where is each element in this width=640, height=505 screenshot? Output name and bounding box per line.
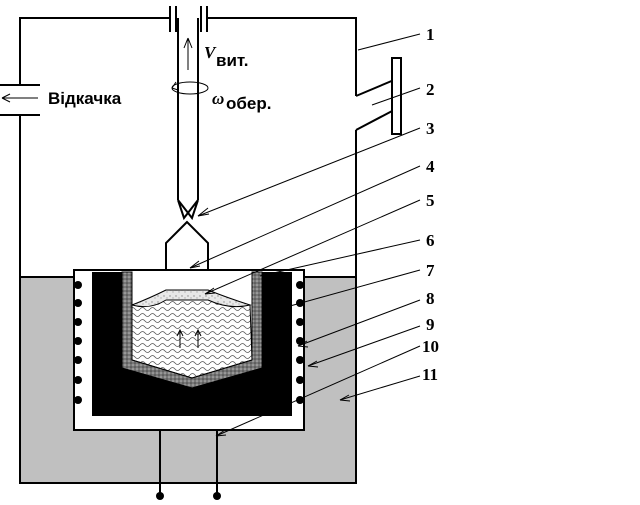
heater-coils-left	[74, 281, 82, 404]
viewport-window	[355, 78, 395, 131]
callout-2: 2	[426, 80, 435, 99]
velocity-subscript: вит.	[216, 51, 248, 70]
pumping-label: Відкачка	[48, 89, 122, 108]
pump-arrow-icon	[1, 93, 11, 103]
callout-leaders	[189, 33, 421, 437]
rotation-arrow-head	[171, 81, 179, 91]
omega-symbol: ω	[212, 89, 224, 108]
omega-subscript: обер.	[226, 94, 271, 113]
callout-arrowheads	[189, 207, 351, 437]
susceptor-fill	[122, 272, 284, 410]
callout-6: 6	[426, 231, 435, 250]
heater-coils-right	[296, 281, 304, 404]
callout-7: 7	[426, 261, 435, 280]
callout-11: 11	[422, 365, 438, 384]
callout-10: 10	[422, 337, 439, 356]
melt	[131, 295, 253, 379]
seed-holder	[177, 199, 199, 221]
flow-arrow-1	[176, 328, 184, 348]
callout-9: 9	[426, 315, 435, 334]
graphite-susceptor	[92, 272, 292, 416]
pull-arrow-icon	[183, 37, 193, 49]
callout-5: 5	[426, 191, 435, 210]
callout-4: 4	[426, 157, 435, 176]
vacuum-chamber-wall	[19, 17, 357, 277]
flow-arrow-2	[194, 328, 202, 348]
terminal-right	[213, 492, 221, 500]
callout-8: 8	[426, 289, 435, 308]
crystal-interface	[130, 289, 252, 308]
terminal-left	[156, 492, 164, 500]
callout-3: 3	[426, 119, 435, 138]
velocity-symbol: V	[204, 43, 217, 62]
callout-1: 1	[426, 25, 435, 44]
